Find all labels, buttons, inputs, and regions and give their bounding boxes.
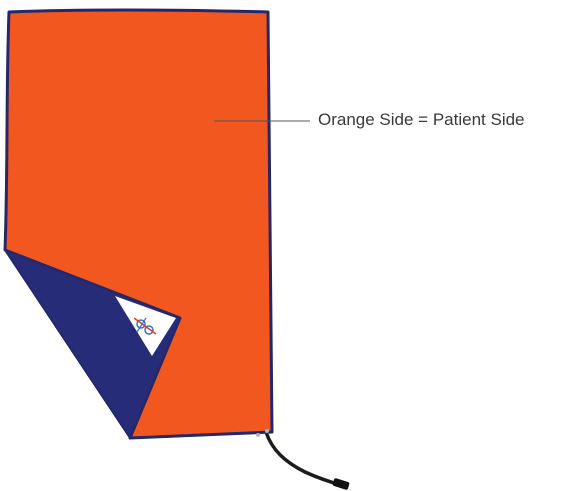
callout-label: Orange Side = Patient Side	[318, 110, 525, 129]
cable-connector-icon	[264, 430, 350, 490]
navy-reverse-side	[4, 249, 181, 439]
orange-patient-side	[3, 8, 274, 440]
snap-mark	[256, 433, 260, 437]
label-patch	[115, 296, 176, 356]
product-logo-icon	[133, 317, 157, 335]
snap-mark	[265, 429, 269, 433]
